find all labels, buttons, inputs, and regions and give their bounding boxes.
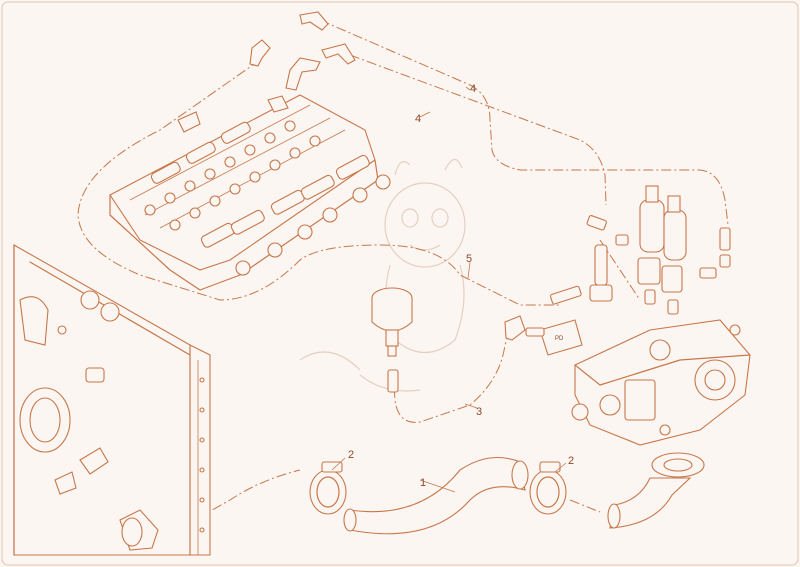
callout-3: 3	[476, 406, 482, 418]
callout-4-inner: 4	[415, 113, 421, 125]
suction-elbow	[607, 452, 705, 529]
frame-rivets	[199, 377, 205, 533]
callout-1: 1	[420, 477, 426, 489]
callout-2-left: 2	[348, 449, 354, 461]
callouts: 1 2 2 3 4 4 5	[348, 83, 574, 489]
hose-suction-right	[569, 499, 601, 513]
callout-4-outer: 4	[470, 83, 476, 95]
pd-tag: PD	[539, 319, 583, 356]
valve-ports	[144, 120, 321, 231]
hose-suction	[149, 469, 301, 546]
chassis-frame	[13, 244, 211, 556]
accumulator	[371, 287, 413, 393]
fittings-right	[504, 215, 731, 341]
callout-5: 5	[466, 253, 472, 265]
hose-4-inner	[349, 54, 607, 206]
hose-loop-left	[77, 59, 560, 306]
pd-tag-label: PD	[555, 336, 564, 342]
callout-2-right: 2	[568, 455, 574, 467]
hose-4-outer	[319, 19, 729, 226]
suction-hose	[343, 457, 529, 535]
control-valve-block	[109, 94, 391, 291]
hydraulic-pump	[571, 319, 751, 446]
hose-clamp-left	[309, 461, 347, 515]
spool-end-caps	[235, 174, 391, 276]
hose-routes	[77, 19, 729, 546]
spool-ends	[150, 121, 370, 248]
hose-clamp-right	[529, 461, 567, 515]
hose-fitting-link	[599, 239, 641, 301]
elbow-fittings-top	[177, 11, 356, 133]
hose-3	[392, 329, 511, 423]
solenoid-valves	[637, 185, 687, 293]
leader-lines	[331, 86, 567, 493]
